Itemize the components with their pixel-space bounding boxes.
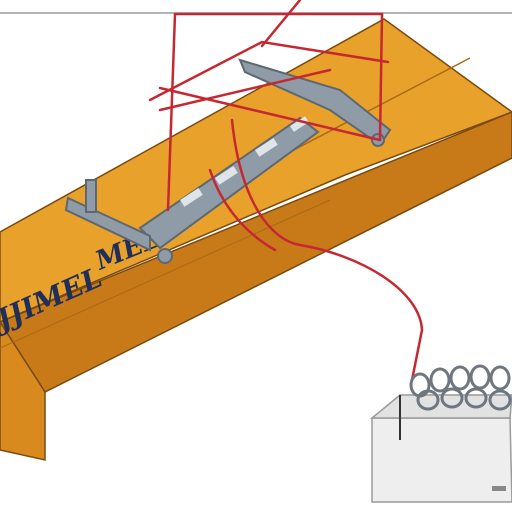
red-wire-frame (148, 0, 424, 382)
board-groove-line-lower (0, 199, 331, 349)
rail-end-knob (157, 248, 173, 264)
rail-bar (138, 116, 320, 250)
coil-box-label (492, 486, 506, 491)
rail-slot-1 (179, 188, 203, 207)
coil-box-front (371, 417, 512, 503)
wire-frame-cross-1 (158, 86, 382, 142)
wire-frame-cross-4 (158, 68, 332, 112)
wire-lead-to-battery (230, 118, 424, 382)
rail-slot-4 (290, 116, 309, 132)
coil-box-top-rim (369, 394, 512, 419)
wire-frame-cross-3 (260, 0, 302, 48)
rail-slot-3 (254, 138, 278, 157)
rail-slot-2 (214, 166, 238, 185)
wire-frame-left-post (166, 12, 177, 212)
wire-frame-cross-2 (148, 40, 390, 102)
board-end-face (0, 320, 46, 461)
rail-post (85, 179, 97, 213)
coiled-springs (409, 364, 512, 411)
wire-lead-to-battery-2 (208, 168, 277, 252)
wire-frame-right-post (378, 12, 384, 142)
coil-box (369, 364, 512, 503)
